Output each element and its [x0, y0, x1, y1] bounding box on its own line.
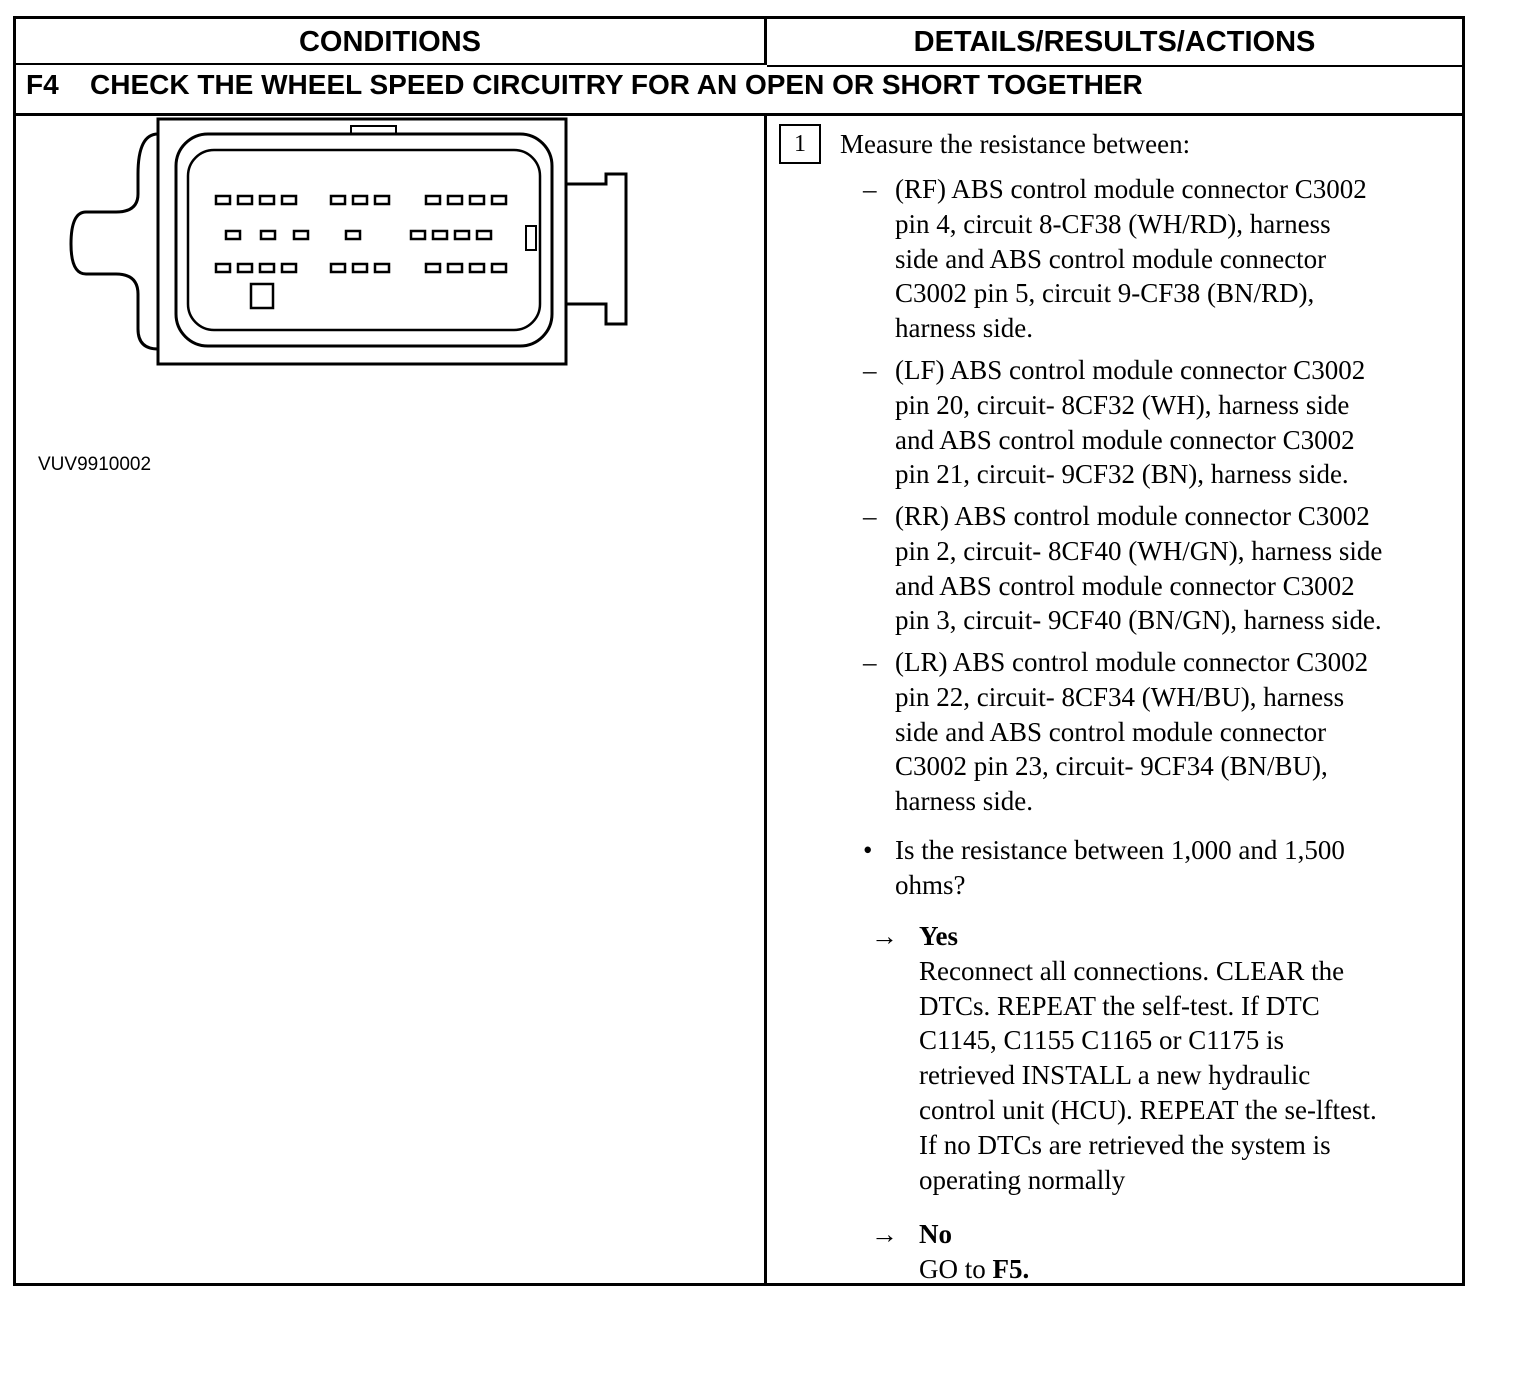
answer-line: GO to F5. — [919, 1252, 1459, 1287]
question-line: ohms? — [895, 869, 966, 900]
item-line: pin 4, circuit 8-CF38 (WH/RD), harness — [895, 208, 1331, 239]
item-line: side and ABS control module connector — [895, 716, 1327, 747]
item-line: pin 21, circuit- 9CF32 (BN), harness sid… — [895, 459, 1349, 490]
answer-label-yes: Yes — [919, 921, 958, 951]
question-line: Is the resistance between 1,000 and 1,50… — [895, 835, 1345, 865]
conditions-column: VUV9910002 — [16, 114, 767, 1283]
item-line: and ABS control module connector C3002 — [895, 424, 1355, 455]
item-line: harness side. — [895, 786, 1033, 817]
step-instruction: Measure the resistance between: — [840, 129, 1191, 159]
answer-line: If no DTCs are retrieved the system is — [919, 1129, 1331, 1160]
item-line: (RR) ABS control module connector C3002 — [895, 501, 1370, 531]
connector-inner-housing — [174, 132, 554, 348]
item-line: (LR) ABS control module connector C3002 — [895, 647, 1369, 677]
answer-line: control unit (HCU). REPEAT the se-lftest… — [919, 1094, 1377, 1125]
answer-line: operating normally — [919, 1164, 1126, 1195]
section-title: CHECK THE WHEEL SPEED CIRCUITRY FOR AN O… — [90, 69, 1143, 100]
dash-marker: – — [863, 647, 877, 677]
answer-line: retrieved INSTALL a new hydraulic — [919, 1060, 1311, 1091]
item-line: (RF) ABS control module connector C3002 — [895, 174, 1367, 204]
dash-marker: – — [863, 355, 877, 385]
item-line: pin 2, circuit- 8CF40 (WH/GN), harness s… — [895, 535, 1383, 566]
section-title-row: F4 CHECK THE WHEEL SPEED CIRCUITRY FOR A… — [16, 65, 1462, 116]
arrow-right-icon: → — [871, 921, 898, 951]
item-line: (LF) ABS control module connector C3002 — [895, 355, 1366, 385]
diagnostic-table: CONDITIONS DETAILS/RESULTS/ACTIONS F4 CH… — [13, 16, 1465, 1286]
item-line: side and ABS control module connector — [895, 243, 1327, 274]
item-line: C3002 pin 5, circuit 9-CF38 (BN/RD), — [895, 278, 1315, 309]
details-header: DETAILS/RESULTS/ACTIONS — [767, 19, 1462, 67]
conditions-header: CONDITIONS — [16, 19, 767, 65]
goto-text: GO to — [919, 1253, 993, 1284]
connector-left-ear — [69, 132, 159, 351]
answer-line: DTCs. REPEAT the self-test. If DTC — [919, 990, 1320, 1021]
bullet-marker: • — [863, 835, 873, 865]
connector-body-outline — [156, 117, 568, 366]
pin-cavities — [214, 194, 508, 274]
item-line: and ABS control module connector C3002 — [895, 570, 1355, 601]
answer-line: Reconnect all connections. CLEAR the — [919, 955, 1345, 986]
connector-right-tab — [566, 172, 628, 326]
section-code: F4 — [26, 69, 59, 100]
step-number-box: 1 — [779, 124, 821, 164]
details-column: 1 Measure the resistance between: – (RF)… — [767, 114, 1462, 1284]
dash-marker: – — [863, 501, 877, 531]
connector-inner-wall — [186, 148, 542, 332]
answer-label-no: No — [919, 1219, 952, 1249]
item-line: pin 22, circuit- 8CF34 (WH/BU), harness — [895, 681, 1345, 712]
item-line: C3002 pin 23, circuit- 9CF34 (BN/BU), — [895, 751, 1328, 782]
arrow-right-icon: → — [871, 1219, 898, 1249]
item-line: pin 3, circuit- 9CF40 (BN/GN), harness s… — [895, 605, 1382, 636]
dash-marker: – — [863, 174, 877, 204]
answer-line: C1145, C1155 C1165 or C1175 is — [919, 1025, 1285, 1056]
connector-diagram — [69, 117, 628, 366]
goto-target-link[interactable]: F5. — [992, 1253, 1030, 1284]
figure-label: VUV9910002 — [38, 454, 152, 475]
item-line: harness side. — [895, 313, 1033, 344]
item-line: pin 20, circuit- 8CF32 (WH), harness sid… — [895, 389, 1350, 420]
